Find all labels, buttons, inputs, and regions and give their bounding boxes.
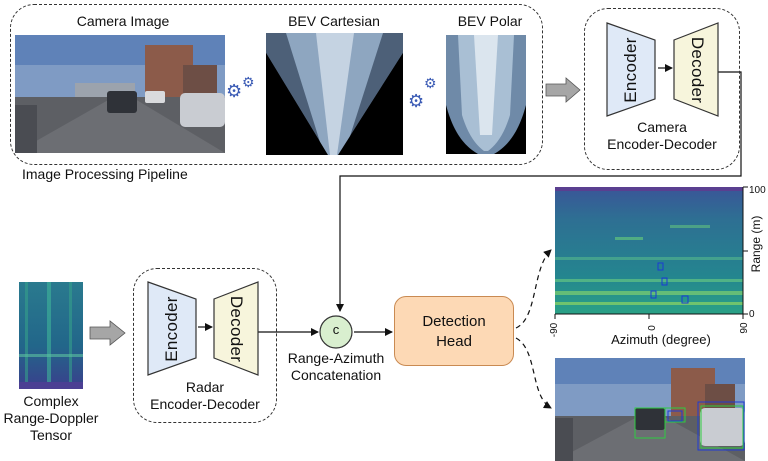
- bev-cartesian-image: [266, 33, 403, 155]
- range-azimuth-axes: [554, 186, 748, 319]
- radar-codec-title-line2: Encoder-Decoder: [150, 396, 260, 412]
- range-azimuth-map: [555, 187, 743, 314]
- gear-icon: ⚙: [424, 75, 437, 91]
- camera-codec-title-line2: Encoder-Decoder: [607, 136, 717, 152]
- image-pipeline-label: Image Processing Pipeline: [22, 166, 188, 182]
- concat-symbol: c: [332, 322, 340, 337]
- camera-decoder-label: Decoder: [688, 36, 707, 104]
- azimuth-axis-label: Azimuth (degree): [611, 332, 711, 347]
- camera-decoder-block: [673, 22, 719, 117]
- detection-head-line2: Head: [436, 333, 472, 350]
- radar-decoder-block: [213, 281, 259, 376]
- camera-encoder-decoder-group: [584, 8, 740, 170]
- head-to-map-connector: [515, 249, 552, 329]
- concat-label-line1: Range-Azimuth: [287, 350, 385, 366]
- radar-codec-title-line1: Radar: [185, 379, 225, 395]
- gear-icon: ⚙: [226, 81, 243, 101]
- azimuth-tick-90: 90: [739, 322, 750, 334]
- concat-node: [319, 315, 353, 349]
- radar-encoder-block: [147, 281, 197, 376]
- azimuth-tick-neg90: -90: [549, 322, 560, 338]
- radar-input-line3: Tensor: [29, 427, 73, 443]
- camera-detection-output-image: [555, 358, 745, 461]
- detection-head-line1: Detection: [422, 313, 486, 330]
- tensor-to-radar-arrow: [89, 320, 126, 346]
- camera-encoder-label: Encoder: [621, 37, 640, 103]
- image-pipeline-group: [10, 4, 543, 165]
- bev-polar-image: [446, 35, 526, 154]
- head-to-camera-output-connector: [515, 337, 552, 409]
- range-tick-100: 100: [749, 185, 766, 196]
- radar-encoder-label: Encoder: [162, 296, 181, 362]
- range-axis-label: Range (m): [749, 215, 763, 273]
- camera-image-label: Camera Image: [76, 13, 170, 29]
- radar-input-line1: Complex: [23, 393, 79, 409]
- camera-image: [15, 35, 225, 153]
- detection-head-block: [394, 296, 514, 366]
- range-doppler-tensor-image: [19, 282, 83, 389]
- radar-encoder-decoder-group: [133, 268, 277, 423]
- camera-encoder-block: [606, 22, 656, 117]
- camera-to-concat-connector: [336, 71, 742, 312]
- radar-decoder-label: Decoder: [227, 295, 246, 363]
- bev-polar-label: BEV Polar: [457, 13, 523, 29]
- camera-codec-title-line1: Camera: [637, 119, 687, 135]
- concat-label-line2: Concatenation: [290, 367, 382, 383]
- bev-cartesian-label: BEV Cartesian: [288, 13, 380, 29]
- range-tick-0: 0: [749, 309, 755, 320]
- gear-icon: ⚙: [242, 74, 255, 90]
- gear-icon: ⚙: [408, 91, 425, 111]
- radar-input-line2: Range-Doppler: [3, 410, 99, 426]
- pipeline-to-camera-arrow: [545, 77, 581, 103]
